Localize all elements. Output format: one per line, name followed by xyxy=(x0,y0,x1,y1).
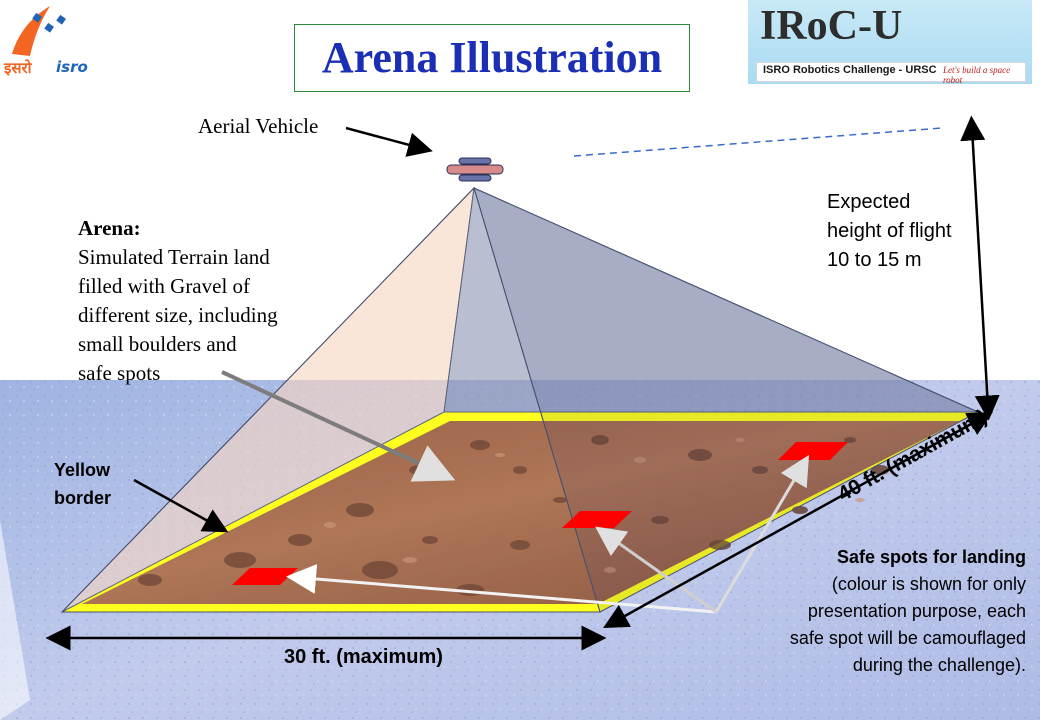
isro-logo-english: isro xyxy=(56,58,88,76)
yellow-border-line: border xyxy=(54,488,112,508)
arena-pointer-arrow xyxy=(221,370,456,482)
height-dimension-arrow xyxy=(960,115,1000,421)
flight-height-line: height of flight xyxy=(827,220,952,242)
arena-line: small boulders and xyxy=(78,332,237,356)
safe-spots-line: during the challenge). xyxy=(852,655,1026,675)
flight-height-label: Expected height of flight 10 to 15 m xyxy=(827,188,952,275)
yellow-border-arrow xyxy=(133,478,229,533)
safe-spots-line: safe spot will be camouflaged xyxy=(789,628,1026,648)
page-title: Arena Illustration xyxy=(321,33,663,82)
aerial-vehicle-icon xyxy=(446,157,504,182)
title-box: Arena Illustration xyxy=(294,24,690,92)
safe-spot-1 xyxy=(232,568,298,585)
yellow-border-line: Yellow xyxy=(54,460,111,480)
arena-description: Arena: Simulated Terrain land filled wit… xyxy=(78,214,278,388)
aerial-vehicle-arrow xyxy=(345,126,433,157)
arena-line: filled with Gravel of xyxy=(78,274,251,298)
yellow-border-label: Yellow border xyxy=(54,456,111,512)
arena-line: Simulated Terrain land xyxy=(78,245,270,269)
aerial-vehicle-label: Aerial Vehicle xyxy=(198,114,319,138)
arena-line: different size, including xyxy=(78,303,278,327)
isro-logo-hindi: इसरो xyxy=(4,59,32,77)
safe-spots-heading: Safe spots for landing xyxy=(836,547,1026,567)
arena-line: safe spots xyxy=(78,361,161,385)
iroc-logo-strip: ISRO Robotics Challenge - URSC Let's bui… xyxy=(756,62,1026,85)
iroc-logo-tagline: Let's build a space robot xyxy=(943,65,1011,85)
width-dimension-label: 30 ft. (maximum) xyxy=(284,646,443,668)
iroc-logo: IRoC-U ISRO Robotics Challenge - URSC Le… xyxy=(748,0,1032,85)
flight-height-dashed-line xyxy=(573,127,943,157)
isro-rocket-icon xyxy=(12,6,66,56)
flight-height-line: 10 to 15 m xyxy=(827,249,922,271)
safe-spots-caption: Safe spots for landing (colour is shown … xyxy=(700,544,1026,679)
iroc-logo-title: IRoC-U xyxy=(760,3,903,49)
flight-height-line: Expected xyxy=(827,191,911,213)
safe-spots-line: (colour is shown for only xyxy=(831,574,1026,594)
safe-spots-line: presentation purpose, each xyxy=(807,601,1026,621)
iroc-logo-subtitle: ISRO Robotics Challenge - URSC xyxy=(763,64,937,76)
arena-heading: Arena: xyxy=(78,216,141,240)
length-dimension-arrow xyxy=(603,411,993,629)
